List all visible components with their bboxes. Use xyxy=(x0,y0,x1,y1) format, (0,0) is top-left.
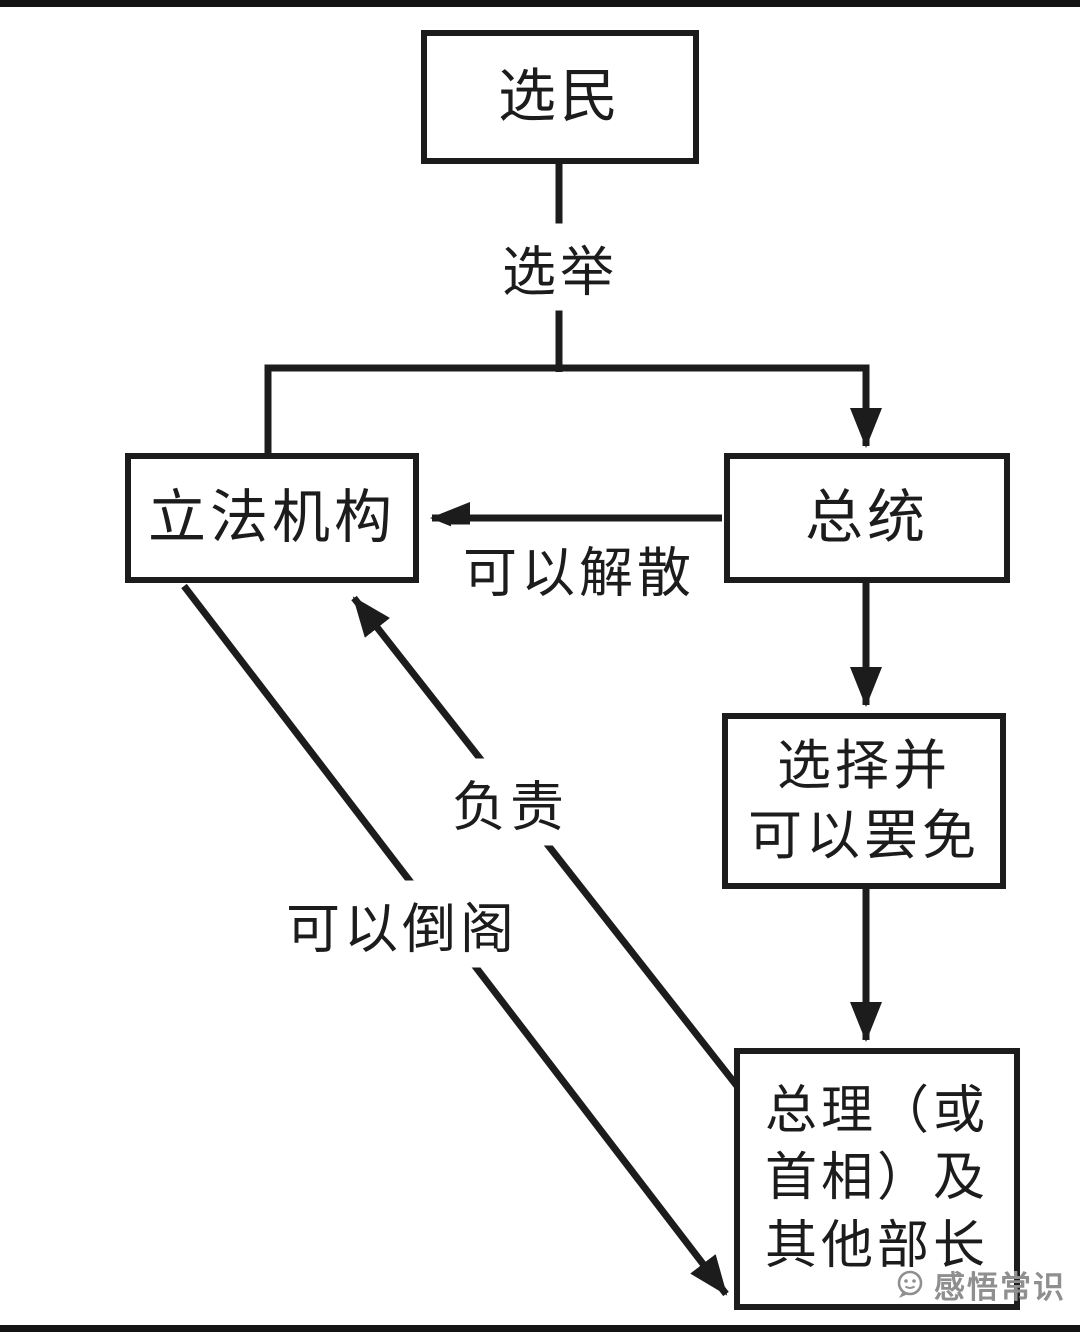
node-voters-label: 选民 xyxy=(497,64,622,130)
edge-fork-line xyxy=(264,364,882,460)
edge-label-topple: 可以倒阁 xyxy=(274,880,530,968)
node-legislature: 立法机构 xyxy=(125,453,419,583)
node-premier: 总理（或 首相）及 其他部长 xyxy=(734,1048,1020,1310)
edge-label-responsible: 负责 xyxy=(440,758,580,846)
edge-label-election: 选举 xyxy=(490,223,630,311)
node-premier-label: 总理（或 首相）及 其他部长 xyxy=(764,1082,989,1275)
node-legislature-label: 立法机构 xyxy=(147,485,396,551)
node-president: 总统 xyxy=(724,453,1010,583)
speech-bubble-icon xyxy=(893,1268,927,1302)
node-select-remove-label: 选择并 可以罢免 xyxy=(748,735,980,866)
edge-label-dissolve: 可以解散 xyxy=(451,524,707,612)
image-border-bottom xyxy=(0,1325,1080,1332)
watermark-text: 感悟常识 xyxy=(934,1270,1066,1305)
watermark: 感悟常识 xyxy=(893,1262,1066,1307)
image-border-top xyxy=(0,0,1080,7)
node-voters: 选民 xyxy=(421,30,699,164)
node-president-label: 总统 xyxy=(804,485,929,551)
node-select-remove: 选择并 可以罢免 xyxy=(722,713,1006,889)
